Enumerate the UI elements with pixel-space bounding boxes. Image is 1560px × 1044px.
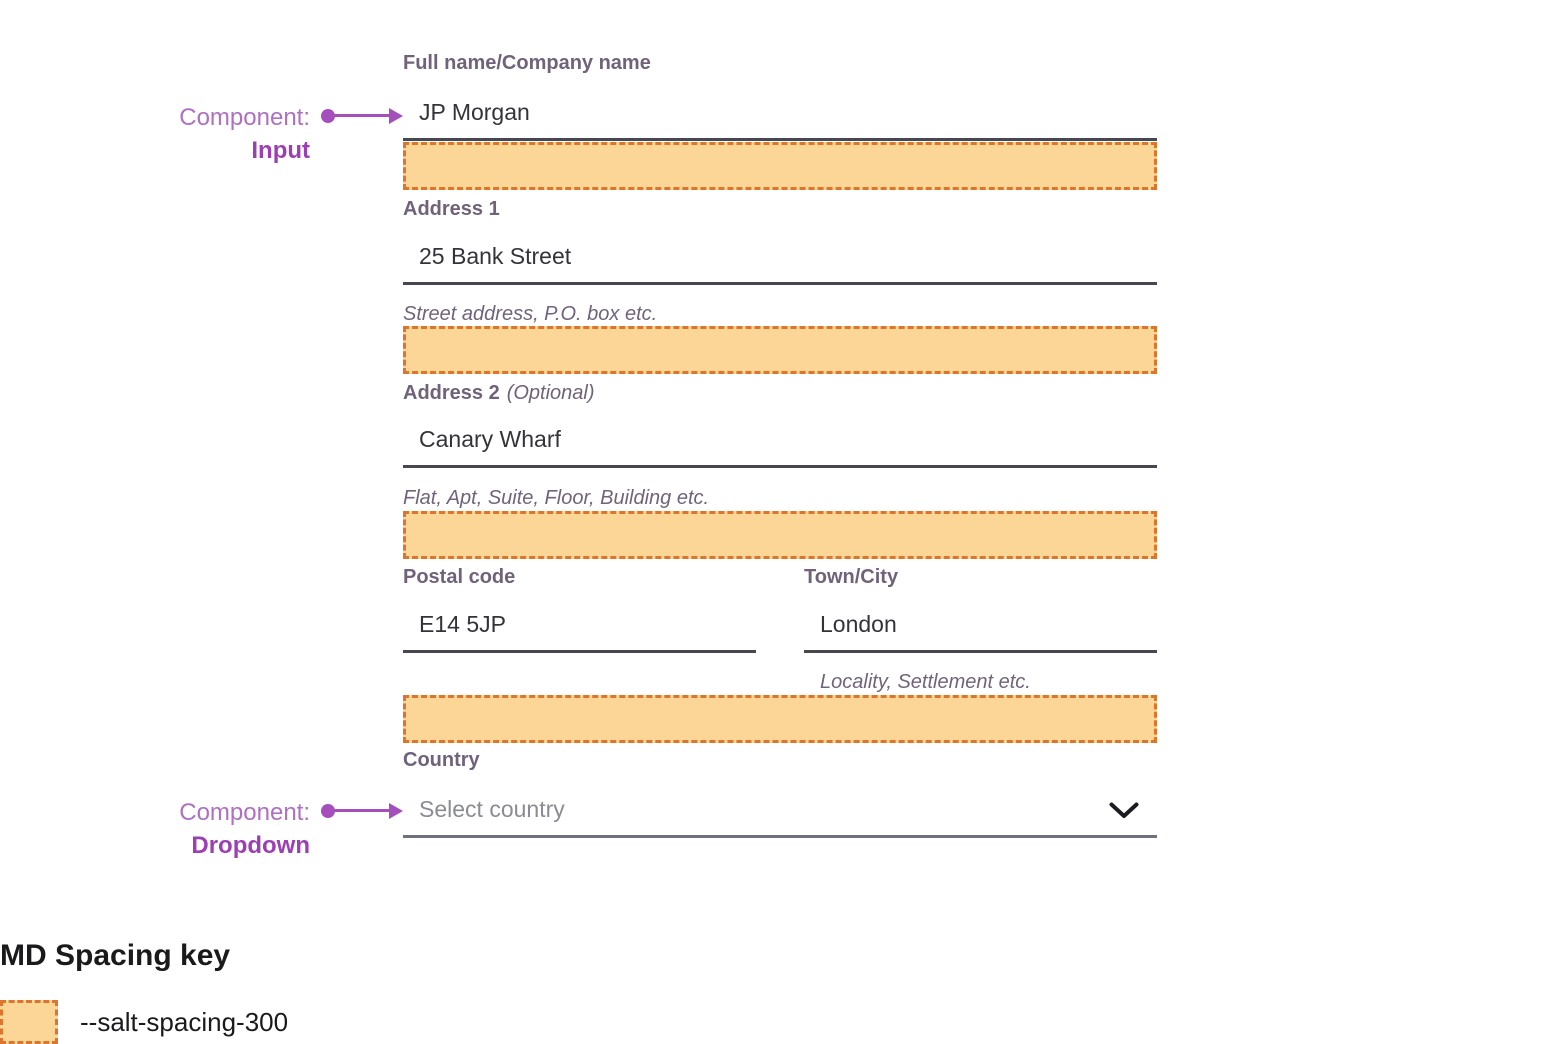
address1-input[interactable] — [403, 231, 1157, 285]
full-name-input[interactable] — [403, 87, 1157, 141]
spacing-key-swatch — [0, 1000, 58, 1044]
annotation-component-name: Dropdown — [191, 832, 310, 859]
annotation-arrow-dot — [321, 109, 335, 123]
town-city-label: Town/City — [804, 566, 899, 588]
spacing-overlay-salt-300 — [403, 511, 1157, 559]
town-city-input[interactable] — [804, 599, 1157, 653]
chevron-down-icon — [1109, 802, 1139, 820]
full-name-label: Full name/Company name — [403, 52, 651, 74]
address2-label: Address 2 (Optional) — [403, 380, 595, 406]
component-annotation-dropdown: Component: Dropdown — [0, 798, 310, 861]
address2-input[interactable] — [403, 414, 1157, 468]
annotation-arrow-head — [389, 803, 403, 819]
spacing-overlay-salt-300 — [403, 695, 1157, 743]
annotation-prefix: Component: — [179, 799, 310, 826]
annotation-component-name: Input — [251, 137, 310, 164]
spacing-overlay-salt-300 — [403, 326, 1157, 374]
town-city-helper-text: Locality, Settlement etc. — [820, 671, 1031, 693]
spacing-key-title: MD Spacing key — [0, 939, 231, 972]
address1-label: Address 1 — [403, 198, 500, 220]
annotation-prefix: Component: — [179, 104, 310, 131]
annotation-arrow-dot — [321, 804, 335, 818]
spacing-overlay-salt-300 — [403, 142, 1157, 190]
annotation-arrow-line — [333, 809, 391, 812]
address2-optional-suffix: (Optional) — [506, 382, 595, 404]
component-annotation-input: Component: Input — [0, 103, 310, 166]
country-dropdown[interactable]: Select country — [403, 784, 1157, 838]
address2-label-text: Address 2 — [403, 382, 500, 404]
annotation-arrow-line — [333, 114, 391, 117]
address2-helper-text: Flat, Apt, Suite, Floor, Building etc. — [403, 487, 710, 509]
postal-code-input[interactable] — [403, 599, 756, 653]
annotation-arrow-head — [389, 108, 403, 124]
spacing-key-token: --salt-spacing-300 — [80, 1007, 289, 1037]
country-label: Country — [403, 749, 480, 771]
country-dropdown-placeholder: Select country — [419, 796, 565, 822]
address1-helper-text: Street address, P.O. box etc. — [403, 303, 658, 325]
postal-code-label: Postal code — [403, 566, 516, 588]
